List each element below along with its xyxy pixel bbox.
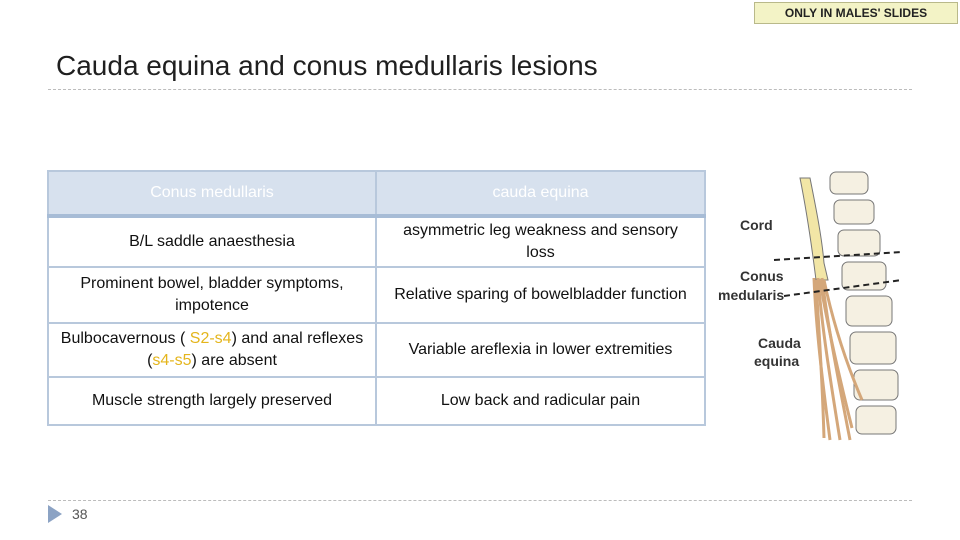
vertebra xyxy=(845,295,893,327)
table-row: B/L saddle anaesthesia asymmetric leg we… xyxy=(47,215,706,268)
conus-cell: Muscle strength largely preserved xyxy=(47,376,377,426)
triangle-bullet-icon xyxy=(48,505,62,523)
segment-highlight: S2-s4 xyxy=(189,330,232,347)
nerve-root xyxy=(822,279,864,401)
nerve-root xyxy=(816,277,842,441)
cord-level-line xyxy=(773,251,903,261)
table-row: Prominent bowel, bladder symptoms, impot… xyxy=(47,266,706,324)
nerve-roots xyxy=(812,277,864,441)
nerve-root xyxy=(814,279,826,439)
cauda-cell: Variable areflexia in lower extremities xyxy=(375,322,706,378)
page-number: 38 xyxy=(72,506,88,522)
label-medularis: medularis xyxy=(718,287,784,303)
vertebra xyxy=(853,369,899,401)
vertebra xyxy=(833,199,875,225)
cauda-cell: Low back and radicular pain xyxy=(375,376,706,426)
spine-illustration: Cord Conus medularis Cauda equina xyxy=(718,171,903,441)
header-cauda-equina: cauda equina xyxy=(375,170,706,218)
conus-cell: Bulbocavernous ( S2-s4) and anal reflexe… xyxy=(47,322,377,378)
title-divider xyxy=(48,89,912,90)
slide-title: Cauda equina and conus medullaris lesion… xyxy=(56,50,598,81)
comparison-table: Conus medullaris cauda equina B/L saddle… xyxy=(47,170,706,426)
reflex-text-post: ) are absent xyxy=(191,352,277,369)
header-conus-medullaris: Conus medullaris xyxy=(47,170,377,218)
cauda-cell: asymmetric leg weakness and sensory loss xyxy=(375,215,706,268)
footer: 38 xyxy=(48,505,88,523)
nerve-root xyxy=(818,279,854,429)
conus-cell: Prominent bowel, bladder symptoms, impot… xyxy=(47,266,377,324)
label-equina: equina xyxy=(754,353,799,369)
label-cauda: Cauda xyxy=(758,335,801,351)
vertebra xyxy=(849,331,897,365)
conus-cell: B/L saddle anaesthesia xyxy=(47,215,377,268)
vertebra xyxy=(855,405,897,435)
footer-divider xyxy=(48,500,912,501)
table-row: Muscle strength largely preserved Low ba… xyxy=(47,376,706,426)
reflex-text-pre: Bulbocavernous ( xyxy=(60,330,190,347)
segment-highlight: s4-s5 xyxy=(152,352,192,369)
males-only-badge: ONLY IN MALES' SLIDES xyxy=(754,2,958,24)
vertebra xyxy=(829,171,869,195)
table-header-row: Conus medullaris cauda equina xyxy=(47,170,706,218)
vertebra xyxy=(837,229,881,257)
label-cord: Cord xyxy=(740,217,773,233)
spinal-cord xyxy=(799,177,829,281)
cauda-cell: Relative sparing of bowelbladder functio… xyxy=(375,266,706,324)
table-row: Bulbocavernous ( S2-s4) and anal reflexe… xyxy=(47,322,706,378)
label-conus: Conus xyxy=(740,268,784,284)
reflex-text-mid: ) and anal reflexes ( xyxy=(147,330,364,369)
